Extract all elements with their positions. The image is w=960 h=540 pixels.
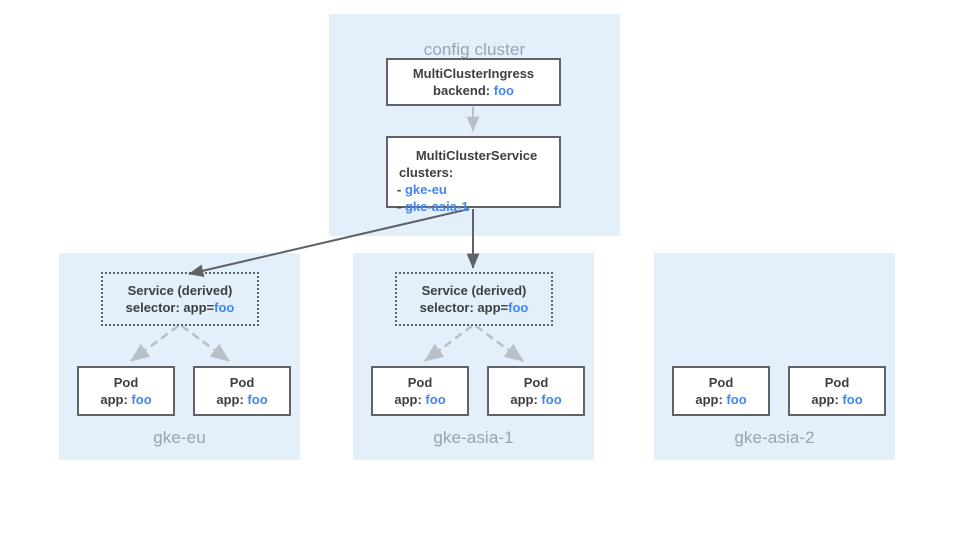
pod-app-label-gke-asia-1-2: app:: [510, 392, 538, 407]
derived-service-title-gke-asia-1: Service (derived): [421, 283, 527, 298]
selector-label-gke-eu: selector: app=: [125, 300, 215, 315]
selector-value-gke-asia-1: foo: [508, 300, 529, 315]
pod-app-value-gke-eu-2: foo: [247, 392, 268, 407]
pod-app-label-gke-eu-1: app:: [100, 392, 128, 407]
derived-service-selector-gke-eu: selector: app=foo: [103, 299, 257, 316]
mcs-bullet-2: -: [397, 199, 402, 214]
pod-app-value-gke-asia-1-2: foo: [541, 392, 562, 407]
mcs-bullet-1: -: [397, 182, 402, 197]
derived-service-box-gke-asia-1[interactable]: Service (derived) selector: app=foo: [395, 272, 553, 326]
mcs-clusters-label: clusters:: [399, 165, 454, 180]
multicluster-service-box[interactable]: MultiClusterService clusters: - gke-eu -…: [386, 136, 561, 214]
pod-title-gke-asia-1-2: Pod: [523, 375, 549, 390]
pod-app-value-gke-asia-1-1: foo: [425, 392, 446, 407]
cluster-label-gke-eu: gke-eu: [153, 428, 206, 447]
pod-box-gke-eu-2[interactable]: Pod app: foo: [193, 366, 291, 416]
mcs-cluster-name-2: gke-asia-1: [404, 199, 469, 214]
pod-title-gke-asia-2-2: Pod: [824, 375, 850, 390]
pod-box-gke-asia-2-1[interactable]: Pod app: foo: [672, 366, 770, 416]
derived-service-box-gke-eu[interactable]: Service (derived) selector: app=foo: [101, 272, 259, 326]
pod-app-gke-asia-1-2: app: foo: [489, 391, 583, 408]
pod-app-value-gke-asia-2-1: foo: [726, 392, 747, 407]
cluster-panel-gke-asia-1: gke-asia-1: [353, 253, 594, 460]
pod-app-gke-asia-2-2: app: foo: [790, 391, 884, 408]
pod-box-gke-asia-2-2[interactable]: Pod app: foo: [788, 366, 886, 416]
pod-box-gke-eu-1[interactable]: Pod app: foo: [77, 366, 175, 416]
pod-title-gke-asia-2-1: Pod: [708, 375, 734, 390]
pod-box-gke-asia-1-2[interactable]: Pod app: foo: [487, 366, 585, 416]
mcs-title: MultiClusterService: [415, 148, 538, 163]
selector-label-gke-asia-1: selector: app=: [419, 300, 509, 315]
derived-service-title-gke-eu: Service (derived): [127, 283, 233, 298]
pod-app-gke-asia-2-1: app: foo: [674, 391, 768, 408]
pod-title-gke-eu-1: Pod: [113, 375, 139, 390]
mcs-cluster-item-1: - gke-eu: [388, 181, 559, 198]
mci-backend-value: foo: [493, 83, 514, 98]
cluster-panel-gke-asia-2: gke-asia-2: [654, 253, 895, 460]
pod-app-label-gke-asia-2-2: app:: [811, 392, 839, 407]
mci-backend-field: backend: foo: [388, 82, 559, 99]
mci-title: MultiClusterIngress: [412, 66, 535, 81]
pod-app-value-gke-asia-2-2: foo: [842, 392, 863, 407]
cluster-panel-gke-eu: gke-eu: [59, 253, 300, 460]
derived-service-selector-gke-asia-1: selector: app=foo: [397, 299, 551, 316]
pod-app-label-gke-eu-2: app:: [216, 392, 244, 407]
pod-app-gke-eu-1: app: foo: [79, 391, 173, 408]
pod-app-value-gke-eu-1: foo: [131, 392, 152, 407]
mcs-cluster-item-2: - gke-asia-1: [388, 198, 559, 215]
mci-backend-label: backend:: [433, 83, 491, 98]
pod-app-label-gke-asia-1-1: app:: [394, 392, 422, 407]
pod-app-gke-asia-1-1: app: foo: [373, 391, 467, 408]
selector-value-gke-eu: foo: [214, 300, 235, 315]
pod-title-gke-asia-1-1: Pod: [407, 375, 433, 390]
cluster-label-gke-asia-2: gke-asia-2: [734, 428, 815, 447]
pod-box-gke-asia-1-1[interactable]: Pod app: foo: [371, 366, 469, 416]
multicluster-ingress-box[interactable]: MultiClusterIngress backend: foo: [386, 58, 561, 106]
config-cluster-label: config cluster: [423, 40, 526, 59]
cluster-label-gke-asia-1: gke-asia-1: [433, 428, 514, 447]
pod-title-gke-eu-2: Pod: [229, 375, 255, 390]
pod-app-label-gke-asia-2-1: app:: [695, 392, 723, 407]
pod-app-gke-eu-2: app: foo: [195, 391, 289, 408]
mcs-cluster-name-1: gke-eu: [404, 182, 447, 197]
